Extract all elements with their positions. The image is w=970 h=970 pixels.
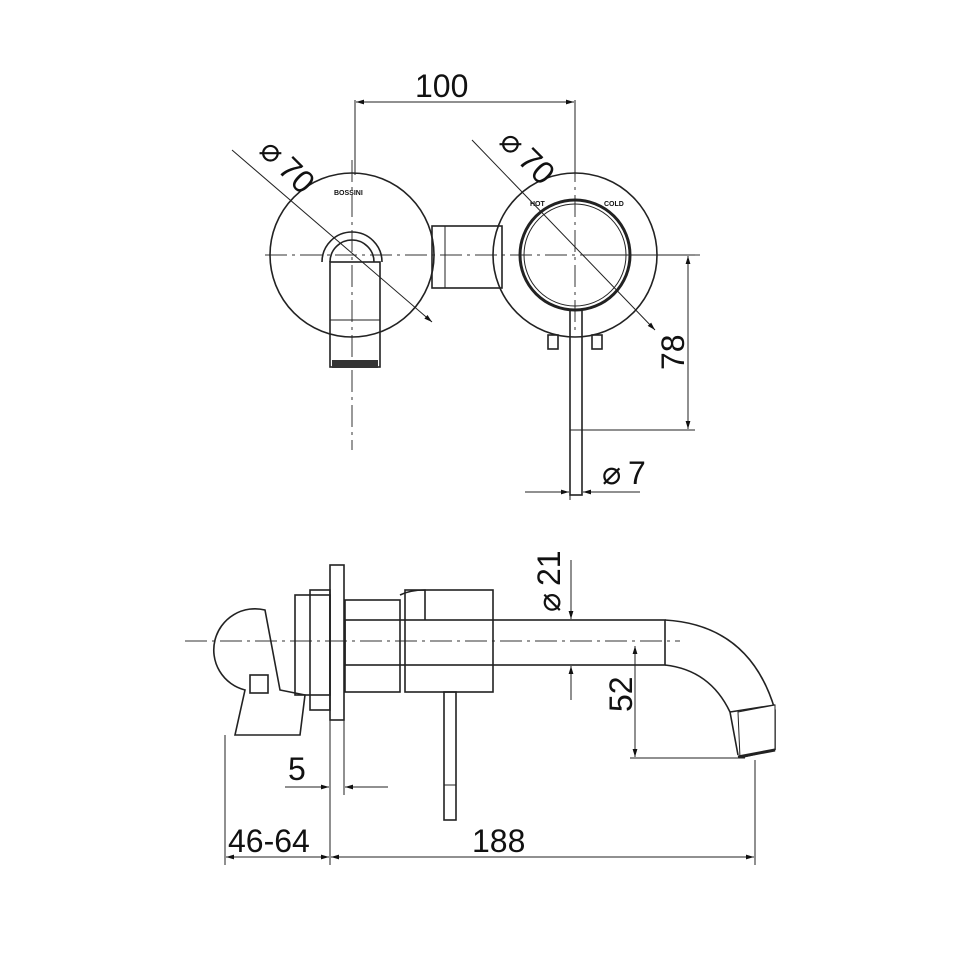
dim-wall-depth: 46-64 xyxy=(228,823,310,859)
front-view: BOSSINI HOT COLD 100 ⌀ 70 ⌀ 70 78 ⌀ xyxy=(231,68,700,500)
dim-pipe-diameter: 21 xyxy=(531,550,567,586)
dim-spout-length: 188 xyxy=(472,823,525,859)
dim-spout-drop: 52 xyxy=(603,676,639,712)
side-view: ⌀ 21 52 5 46-64 188 xyxy=(185,550,776,865)
diameter-symbol: ⌀ xyxy=(531,593,567,612)
dim-width: 100 xyxy=(415,68,468,104)
spout-pipe xyxy=(344,619,666,666)
dim-plate: 5 xyxy=(288,751,306,787)
left-flange xyxy=(269,172,435,338)
wall-flange xyxy=(329,564,345,721)
cold-label: COLD xyxy=(604,201,624,208)
brand-label: BOSSINI xyxy=(334,190,363,197)
hot-label: HOT xyxy=(530,201,546,208)
dim-lever-diameter: 7 xyxy=(628,455,646,491)
mixer-body xyxy=(431,225,503,289)
lever-handle xyxy=(569,309,583,496)
diameter-symbol: ⌀ xyxy=(602,455,621,491)
dim-height: 78 xyxy=(655,334,691,370)
